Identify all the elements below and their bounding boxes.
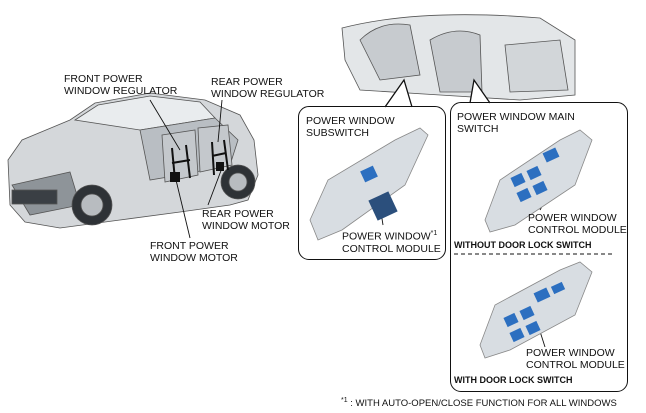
with-lock-label: WITH DOOR LOCK SWITCH (454, 375, 573, 385)
rear-regulator-line-2: WINDOW REGULATOR (211, 88, 325, 100)
footnote-mark: *1 (341, 397, 348, 404)
main-module-bottom-line-1: POWER WINDOW (526, 347, 615, 359)
callout-pointers (384, 78, 491, 108)
rear-motor-line-2: WINDOW MOTOR (202, 220, 290, 232)
main-module-top-line-1: POWER WINDOW (528, 212, 617, 224)
front-motor-line-2: WINDOW MOTOR (150, 252, 238, 264)
front-motor-label: FRONT POWER WINDOW MOTOR (150, 240, 238, 264)
main-module-top-label: POWER WINDOW CONTROL MODULE (528, 212, 627, 236)
footnote-text: : WITH AUTO-OPEN/CLOSE FUNCTION FOR ALL … (347, 398, 617, 410)
front-motor-line-1: FRONT POWER (150, 240, 229, 252)
front-regulator-line-2: WINDOW REGULATOR (64, 85, 178, 97)
without-lock-label: WITHOUT DOOR LOCK SWITCH (454, 240, 592, 250)
footnote: *1 : WITH AUTO-OPEN/CLOSE FUNCTION FOR A… (341, 397, 617, 409)
main-switch-label: POWER WINDOW MAIN SWITCH (457, 111, 575, 135)
front-regulator-label: FRONT POWER WINDOW REGULATOR (64, 73, 177, 97)
main-module-bottom-line-2: CONTROL MODULE (526, 359, 625, 371)
subswitch-module-label: POWER WINDOW*1 CONTROL MODULE (342, 228, 441, 255)
subswitch-line-1: POWER WINDOW (306, 115, 395, 127)
subswitch-module-text-1: POWER WINDOW (342, 230, 431, 243)
motor-illustration (170, 162, 224, 182)
main-switch-bottom-illustration (479, 261, 593, 359)
rear-regulator-label: REAR POWER WINDOW REGULATOR (211, 76, 324, 100)
subswitch-module-mark: *1 (430, 230, 438, 237)
main-switch-line-1: POWER WINDOW MAIN (457, 111, 575, 123)
main-switch-line-2: SWITCH (457, 123, 499, 135)
subswitch-illustration (309, 127, 429, 241)
car-interior-illustration (341, 14, 576, 101)
main-module-top-line-2: CONTROL MODULE (528, 224, 627, 236)
regulator-illustration (171, 139, 229, 181)
main-switch-top-illustration (484, 129, 593, 233)
rear-motor-label: REAR POWER WINDOW MOTOR (202, 208, 290, 232)
rear-regulator-line-1: REAR POWER (211, 76, 283, 88)
rear-motor-line-1: REAR POWER (202, 208, 274, 220)
subswitch-module-line-2: CONTROL MODULE (342, 242, 441, 255)
subswitch-label: POWER WINDOW SUBSWITCH (306, 115, 395, 139)
subswitch-line-2: SUBSWITCH (306, 127, 369, 139)
main-switch-callout-box (450, 102, 628, 392)
front-regulator-line-1: FRONT POWER (64, 73, 143, 85)
subswitch-module-line-1: POWER WINDOW*1 (342, 228, 441, 243)
car-illustration (7, 92, 259, 229)
main-module-bottom-label: POWER WINDOW CONTROL MODULE (526, 347, 625, 371)
subswitch-callout-box (298, 106, 446, 260)
